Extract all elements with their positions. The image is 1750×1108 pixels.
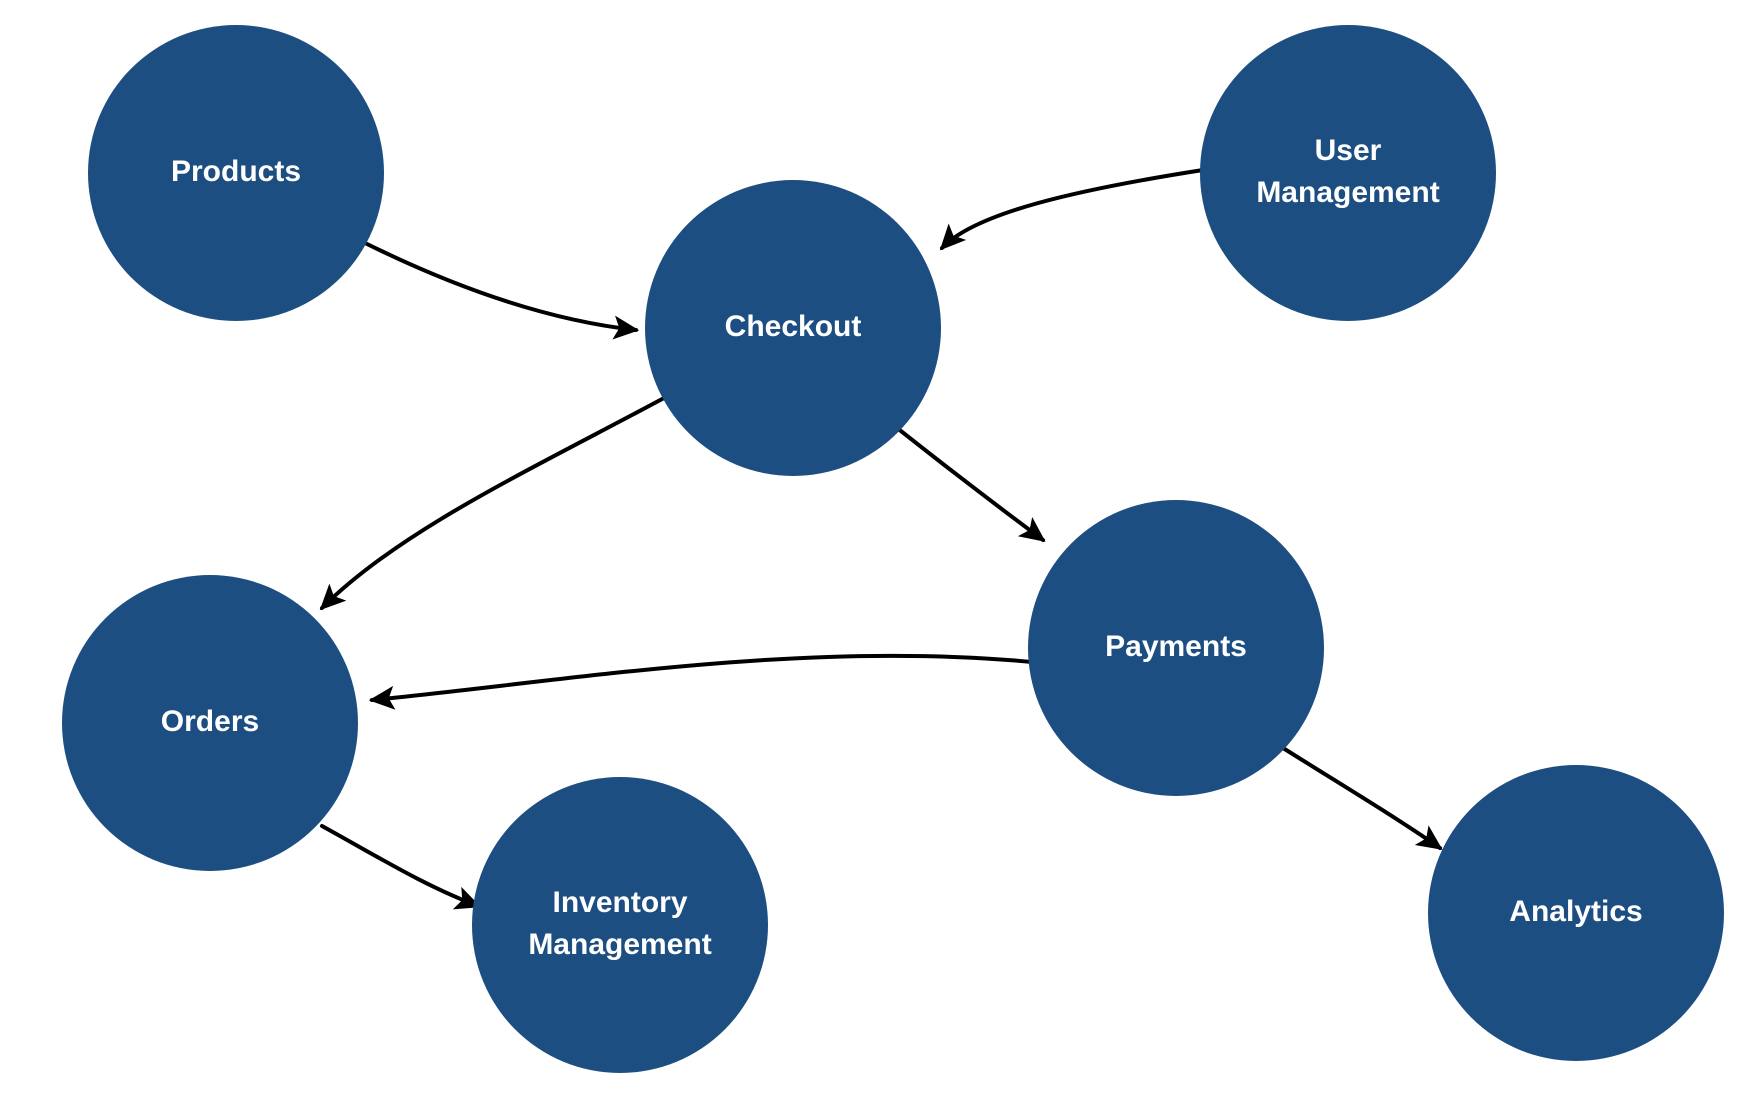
- node-circle-products[interactable]: [88, 25, 384, 321]
- edge-checkout-to-payments: [890, 422, 1046, 542]
- node-circle-checkout[interactable]: [645, 180, 941, 476]
- edge-products-to-checkout: [363, 241, 640, 340]
- node-label-payments: Payments: [1105, 630, 1247, 663]
- node-payments[interactable]: Payments: [1028, 500, 1324, 796]
- edges-layer: [319, 168, 1443, 910]
- node-analytics[interactable]: Analytics: [1428, 765, 1724, 1061]
- node-orders[interactable]: Orders: [62, 575, 358, 871]
- edge-payments-to-analytics: [1281, 746, 1443, 850]
- node-checkout[interactable]: Checkout: [645, 180, 941, 476]
- node-circle-analytics[interactable]: [1428, 765, 1724, 1061]
- edge-orders-to-inventory: [320, 824, 481, 910]
- node-label-analytics: Analytics: [1509, 895, 1642, 928]
- node-products[interactable]: Products: [88, 25, 384, 321]
- edge-checkout-to-orders: [319, 396, 666, 611]
- node-label-orders: Orders: [161, 705, 259, 738]
- node-circle-inventory[interactable]: [472, 777, 768, 1073]
- edge-user_mgmt-to-checkout: [939, 168, 1205, 251]
- edge-payments-to-orders: [368, 653, 1034, 710]
- node-label-products: Products: [171, 155, 301, 188]
- node-label-checkout: Checkout: [725, 310, 862, 343]
- node-circle-payments[interactable]: [1028, 500, 1324, 796]
- node-circle-orders[interactable]: [62, 575, 358, 871]
- node-circle-user_mgmt[interactable]: [1200, 25, 1496, 321]
